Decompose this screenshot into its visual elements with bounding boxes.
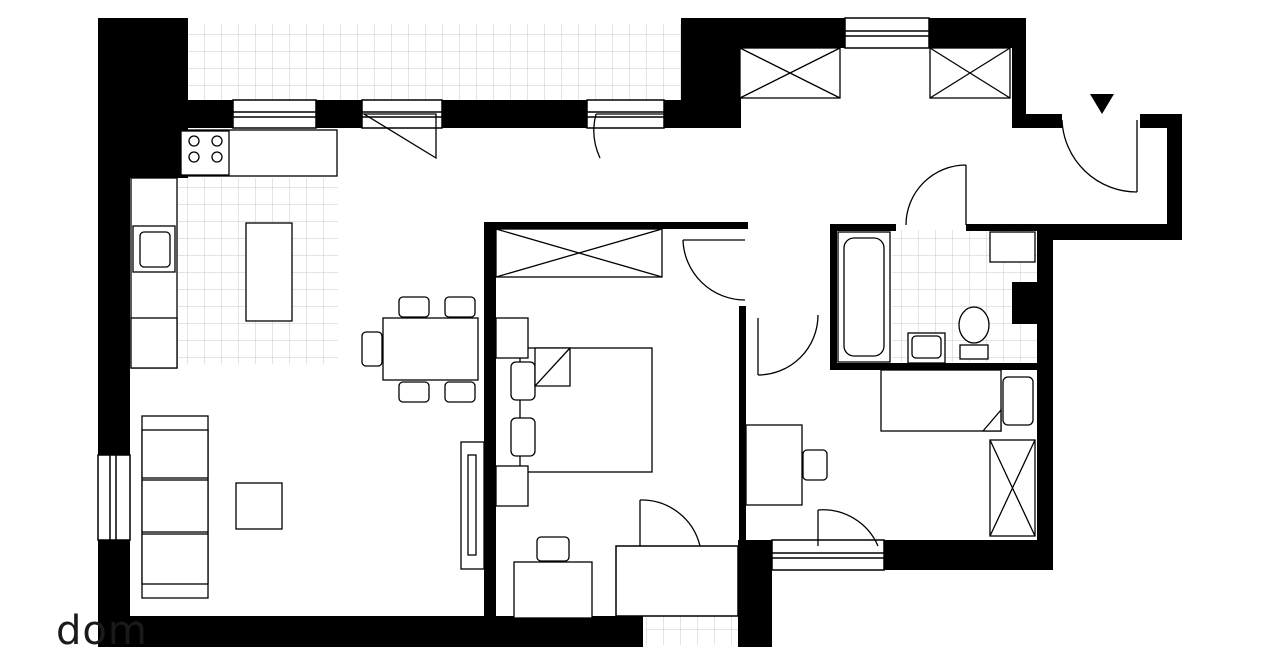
window-top bbox=[844, 17, 930, 49]
dining-table bbox=[382, 317, 479, 381]
wall-top-mid bbox=[740, 18, 845, 48]
second-room bbox=[745, 369, 1034, 506]
wall-right-notch bbox=[1012, 282, 1038, 324]
toilet bbox=[958, 306, 990, 344]
chair bbox=[398, 381, 430, 403]
wall-bathroom-top-right bbox=[966, 224, 1040, 231]
room-desk bbox=[745, 424, 803, 506]
door-balcony-1 bbox=[361, 113, 437, 160]
kitchen bbox=[130, 129, 338, 369]
desk-chair bbox=[536, 536, 570, 562]
window-bottom-right bbox=[771, 539, 885, 571]
entrance-arrow-icon bbox=[1090, 94, 1114, 114]
wall-bedroom-right bbox=[739, 306, 746, 540]
door-room bbox=[757, 314, 819, 376]
wall-pillar bbox=[738, 540, 772, 647]
window-balcony-1 bbox=[232, 99, 317, 129]
wall-balcony-sill bbox=[188, 100, 233, 128]
wall-entry-side bbox=[1167, 114, 1182, 240]
wall-top-left-corner bbox=[98, 18, 188, 178]
burner-icon bbox=[188, 135, 200, 147]
door-balcony-2 bbox=[593, 113, 664, 159]
wall-sill-2 bbox=[316, 100, 362, 128]
pillow bbox=[510, 361, 536, 401]
window-left bbox=[97, 454, 131, 541]
wall-sill-3 bbox=[442, 100, 587, 128]
chair bbox=[398, 296, 430, 318]
bedside-table bbox=[495, 465, 529, 507]
wall-bottom bbox=[98, 616, 643, 647]
desk bbox=[513, 561, 593, 619]
wall-bathroom-bottom bbox=[830, 363, 1040, 370]
burner-icon bbox=[188, 151, 200, 163]
wall-bottom-right bbox=[884, 540, 1053, 570]
bed-single bbox=[880, 369, 1002, 432]
wall-bathroom-left bbox=[830, 224, 837, 370]
burner-icon bbox=[211, 135, 223, 147]
wardrobes bbox=[495, 47, 1036, 537]
wall-entry-bottom bbox=[1040, 224, 1182, 240]
door-room-balcony bbox=[817, 509, 879, 547]
chair bbox=[444, 381, 476, 403]
living-area bbox=[141, 296, 485, 599]
window-bedroom bbox=[615, 545, 739, 617]
wall-bedroom-left bbox=[484, 222, 496, 618]
door-entry bbox=[1061, 119, 1138, 193]
balcony-floor bbox=[188, 24, 681, 100]
kitchen-island bbox=[245, 222, 293, 322]
door-bathroom bbox=[905, 164, 967, 226]
wall-top-block bbox=[681, 18, 741, 128]
watermark: dom bbox=[56, 608, 148, 654]
wall-bathroom-top-left bbox=[830, 224, 896, 231]
coffee-table bbox=[235, 482, 283, 530]
walls bbox=[98, 18, 1182, 647]
room-chair bbox=[802, 449, 828, 481]
wall-right bbox=[1037, 224, 1053, 570]
doors bbox=[361, 113, 1138, 547]
wall-top-right bbox=[929, 18, 1026, 48]
chair bbox=[361, 331, 383, 367]
washing-machine bbox=[989, 231, 1036, 263]
fridge bbox=[130, 317, 178, 369]
stove bbox=[180, 130, 230, 176]
bathroom bbox=[837, 231, 1036, 364]
wall-right-upper bbox=[1012, 18, 1026, 128]
bedroom bbox=[495, 317, 653, 619]
wall-entry-left bbox=[1012, 114, 1062, 128]
bed-pillow bbox=[1002, 376, 1034, 426]
wall-bedroom-top bbox=[484, 222, 748, 229]
chair bbox=[444, 296, 476, 318]
door-small-balcony bbox=[639, 499, 701, 547]
door-bedroom bbox=[682, 239, 746, 301]
wall-left bbox=[98, 178, 130, 455]
bedside-table bbox=[495, 317, 529, 359]
burner-icon bbox=[211, 151, 223, 163]
pillow bbox=[510, 417, 536, 457]
